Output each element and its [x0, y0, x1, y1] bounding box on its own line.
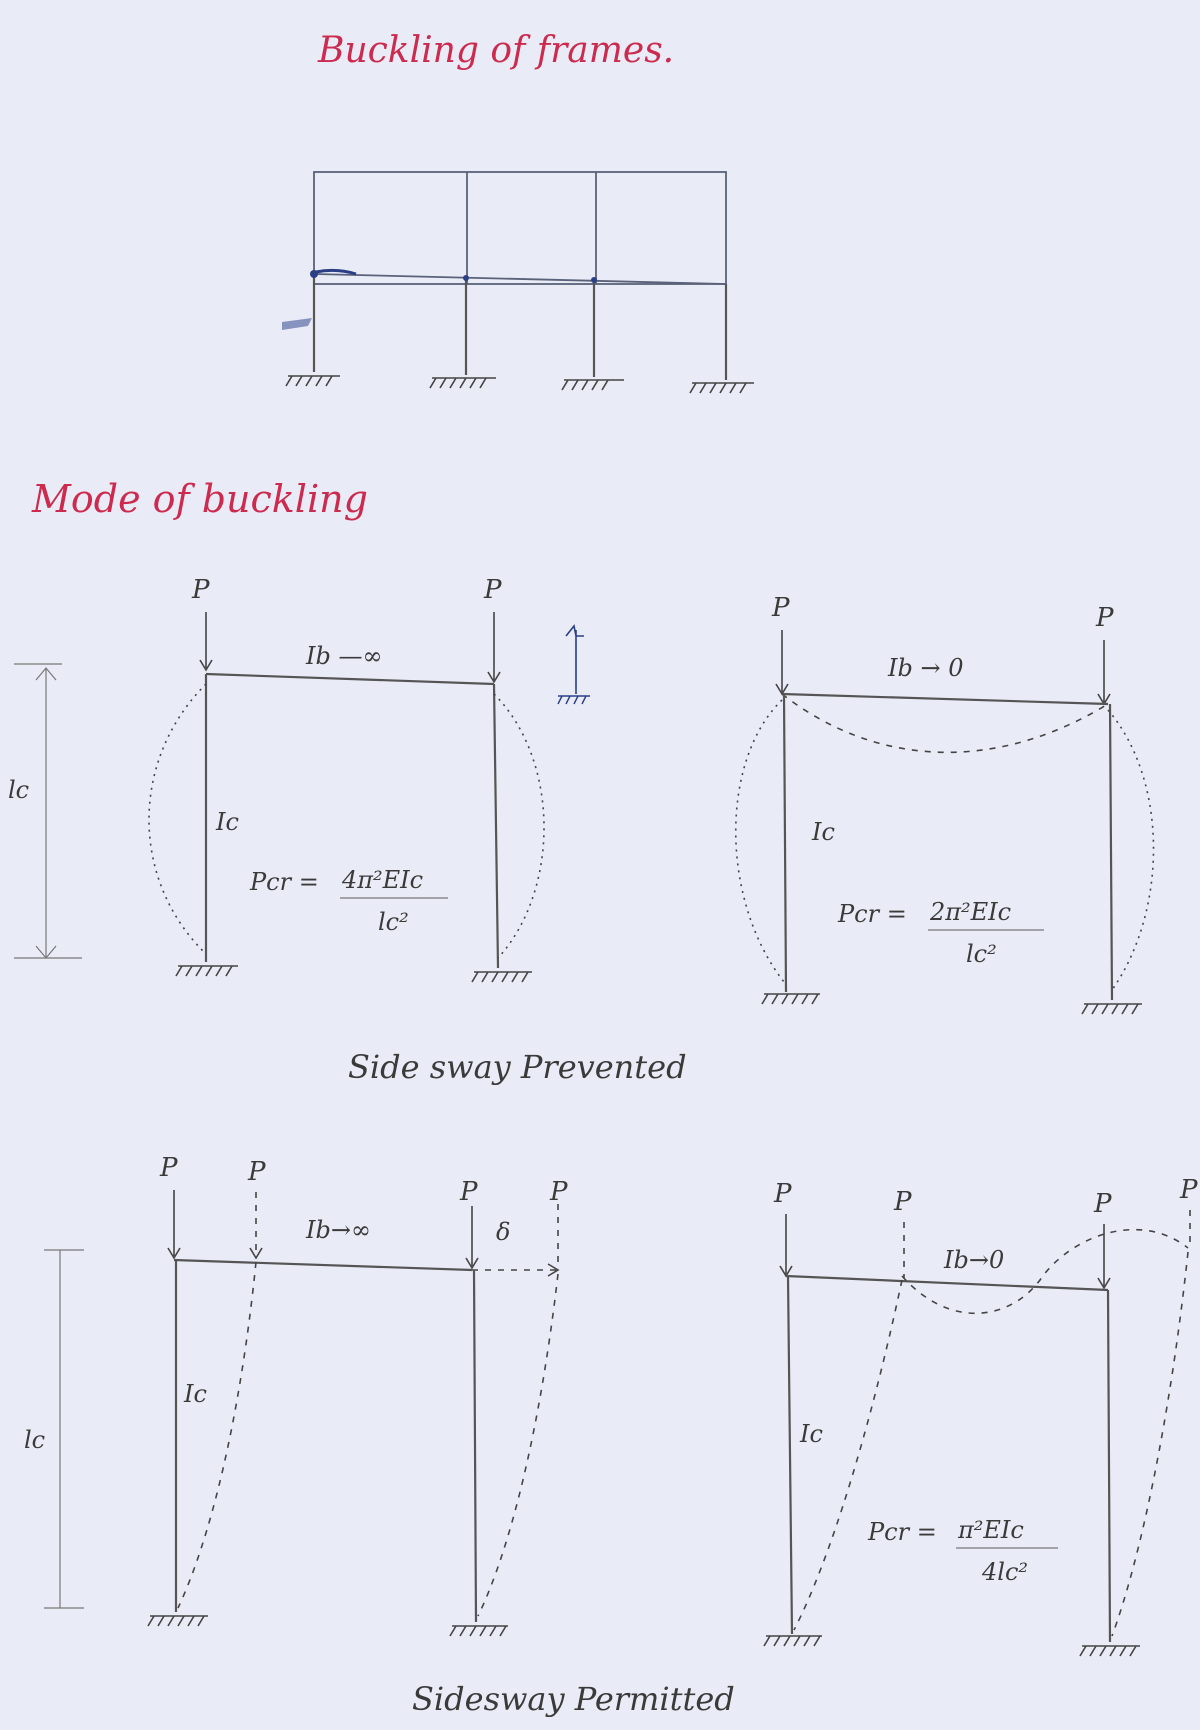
load-label: P: [459, 1177, 478, 1207]
beam-stiffness-label: Ib→0: [943, 1246, 1004, 1274]
column-inertia-label: Ic: [183, 1380, 207, 1408]
buckled-shape-right: [1111, 1251, 1189, 1637]
formula-lhs: Pcr =: [867, 1518, 937, 1546]
arrow-head: [487, 671, 501, 684]
beam-stiffness-label: Ib → 0: [887, 654, 963, 682]
joint-node: [591, 277, 597, 283]
load-label: P: [893, 1187, 912, 1217]
case-permitted-rigid-beam: P P P P Ib→∞ δ Ic lc: [24, 1153, 568, 1637]
formula-denominator: lc²: [966, 940, 997, 968]
formula-lhs: Pcr =: [249, 868, 319, 896]
arrow-head: [465, 1257, 479, 1270]
formula-numerator: 2π²EIc: [929, 898, 1011, 926]
ink-mark: [315, 268, 357, 276]
column-right: [1106, 1289, 1112, 1643]
buckled-shape-left: [148, 683, 207, 955]
joint-node: [463, 275, 469, 281]
case-prevented-flexible-beam: P P Ib → 0 Ic Pcr = 2π²EIc lc²: [735, 593, 1155, 1015]
section-title: Mode of buckling: [31, 477, 368, 521]
fixed-support: [285, 375, 340, 387]
beam: [173, 1258, 473, 1272]
column-right: [472, 1269, 478, 1623]
buckled-shape-left: [735, 699, 785, 983]
buckled-shape-right: [477, 1273, 559, 1617]
fixed-support: [1081, 1003, 1142, 1015]
load-label: P: [191, 575, 210, 605]
formula-lhs: Pcr =: [837, 900, 907, 928]
arrow-head: [167, 1247, 181, 1260]
fixed-support: [761, 993, 820, 1005]
column-inertia-label: Ic: [799, 1420, 823, 1448]
beam-stiffness-label: Ib —∞: [305, 642, 382, 670]
caption-sidesway-prevented: Side sway Prevented: [348, 1048, 687, 1086]
sway-label: δ: [496, 1218, 510, 1246]
beam-stiffness-label: Ib→∞: [305, 1216, 371, 1244]
multi-storey-frame: [282, 171, 754, 394]
page-title: Buckling of frames.: [317, 30, 674, 71]
load-label: P: [1093, 1189, 1112, 1219]
arrow-head: [547, 1263, 560, 1277]
load-label: P: [247, 1157, 266, 1187]
load-label: P: [549, 1177, 568, 1207]
arrow-head: [199, 659, 213, 672]
support-sketch: [557, 624, 590, 705]
ink-scribble: [282, 318, 312, 330]
column-right: [1108, 703, 1114, 1001]
beam: [205, 672, 495, 686]
fixed-support: [429, 377, 496, 389]
load-label: P: [1095, 603, 1114, 633]
beam: [781, 692, 1109, 706]
fixed-support: [147, 1615, 208, 1627]
buckled-shape-right: [1107, 709, 1155, 991]
column-right: [492, 683, 500, 969]
buckled-beam: [901, 1228, 1189, 1315]
fixed-support: [763, 1635, 822, 1647]
formula-denominator: 4lc²: [981, 1558, 1028, 1586]
load-label: P: [771, 593, 790, 623]
upper-storey: [313, 171, 727, 285]
buckled-shape-left: [793, 1279, 903, 1631]
column-left: [782, 693, 788, 993]
formula-denominator: lc²: [378, 908, 409, 936]
fixed-support: [689, 382, 754, 394]
length-label: lc: [24, 1426, 45, 1454]
case-prevented-rigid-beam: P P Ib —∞ Ic Pcr = 4π²EIc lc² lc: [8, 575, 590, 983]
formula-numerator: π²EIc: [957, 1516, 1024, 1544]
column-inertia-label: Ic: [811, 818, 835, 846]
case-permitted-flexible-beam: P P P P Ib→0 Ic Pcr = π²EIc 4lc²: [763, 1175, 1198, 1657]
beam: [785, 1274, 1109, 1292]
buckled-shape-left: [177, 1261, 257, 1609]
length-label: lc: [8, 776, 29, 804]
floor-beam: [313, 273, 727, 285]
fixed-support: [471, 971, 532, 983]
column-inertia-label: Ic: [215, 808, 239, 836]
arrow-head: [249, 1247, 263, 1260]
load-label: P: [159, 1153, 178, 1183]
fixed-support: [561, 379, 624, 391]
buckled-shape-right: [493, 693, 545, 959]
arrow-head: [1097, 1277, 1111, 1290]
fixed-support: [449, 1625, 508, 1637]
load-label: P: [1179, 1175, 1198, 1205]
fixed-support: [175, 965, 238, 977]
caption-sidesway-permitted: Sidesway Permitted: [412, 1680, 735, 1718]
fixed-support: [1079, 1645, 1140, 1657]
load-label: P: [773, 1179, 792, 1209]
load-label: P: [483, 575, 502, 605]
arrow-head: [35, 667, 57, 681]
formula-numerator: 4π²EIc: [341, 866, 423, 894]
buckled-beam: [781, 693, 1109, 754]
column-left: [786, 1275, 794, 1635]
